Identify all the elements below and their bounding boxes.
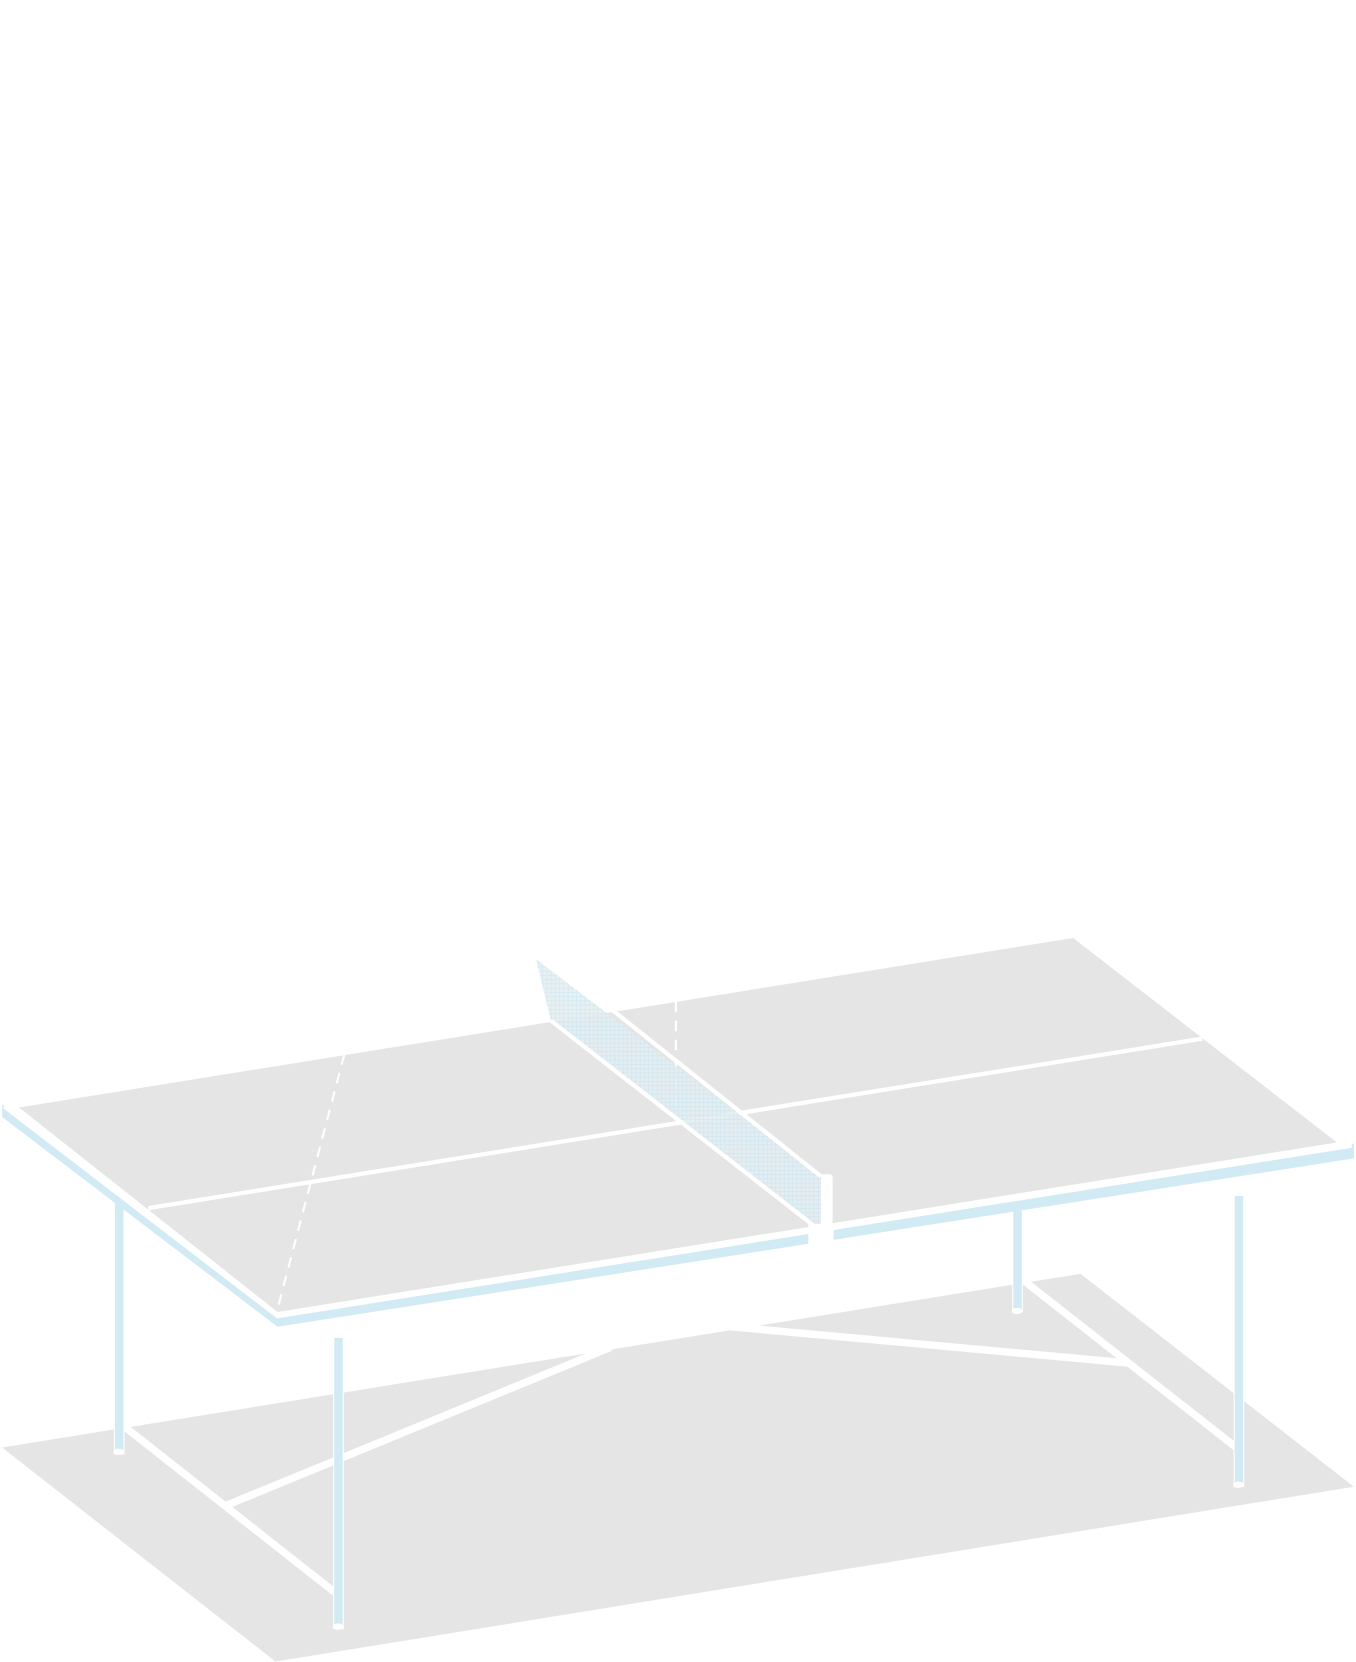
leg-front-left: [113, 1199, 125, 1455]
table-lines: [2, 1036, 1353, 1319]
net-post: [821, 1174, 833, 1238]
crossbars: [114, 1273, 1240, 1599]
net-mesh: [536, 959, 822, 1230]
net-clamp: [808, 1224, 834, 1246]
leg-back-right: [1233, 1194, 1245, 1488]
leg-back-mid: [1012, 1205, 1023, 1313]
net: [536, 959, 834, 1246]
net-base: [549, 1018, 818, 1229]
net-top-cord: [610, 1008, 823, 1179]
leg-front-mid: [333, 1336, 344, 1630]
floor-shadow: [2, 1273, 1354, 1662]
